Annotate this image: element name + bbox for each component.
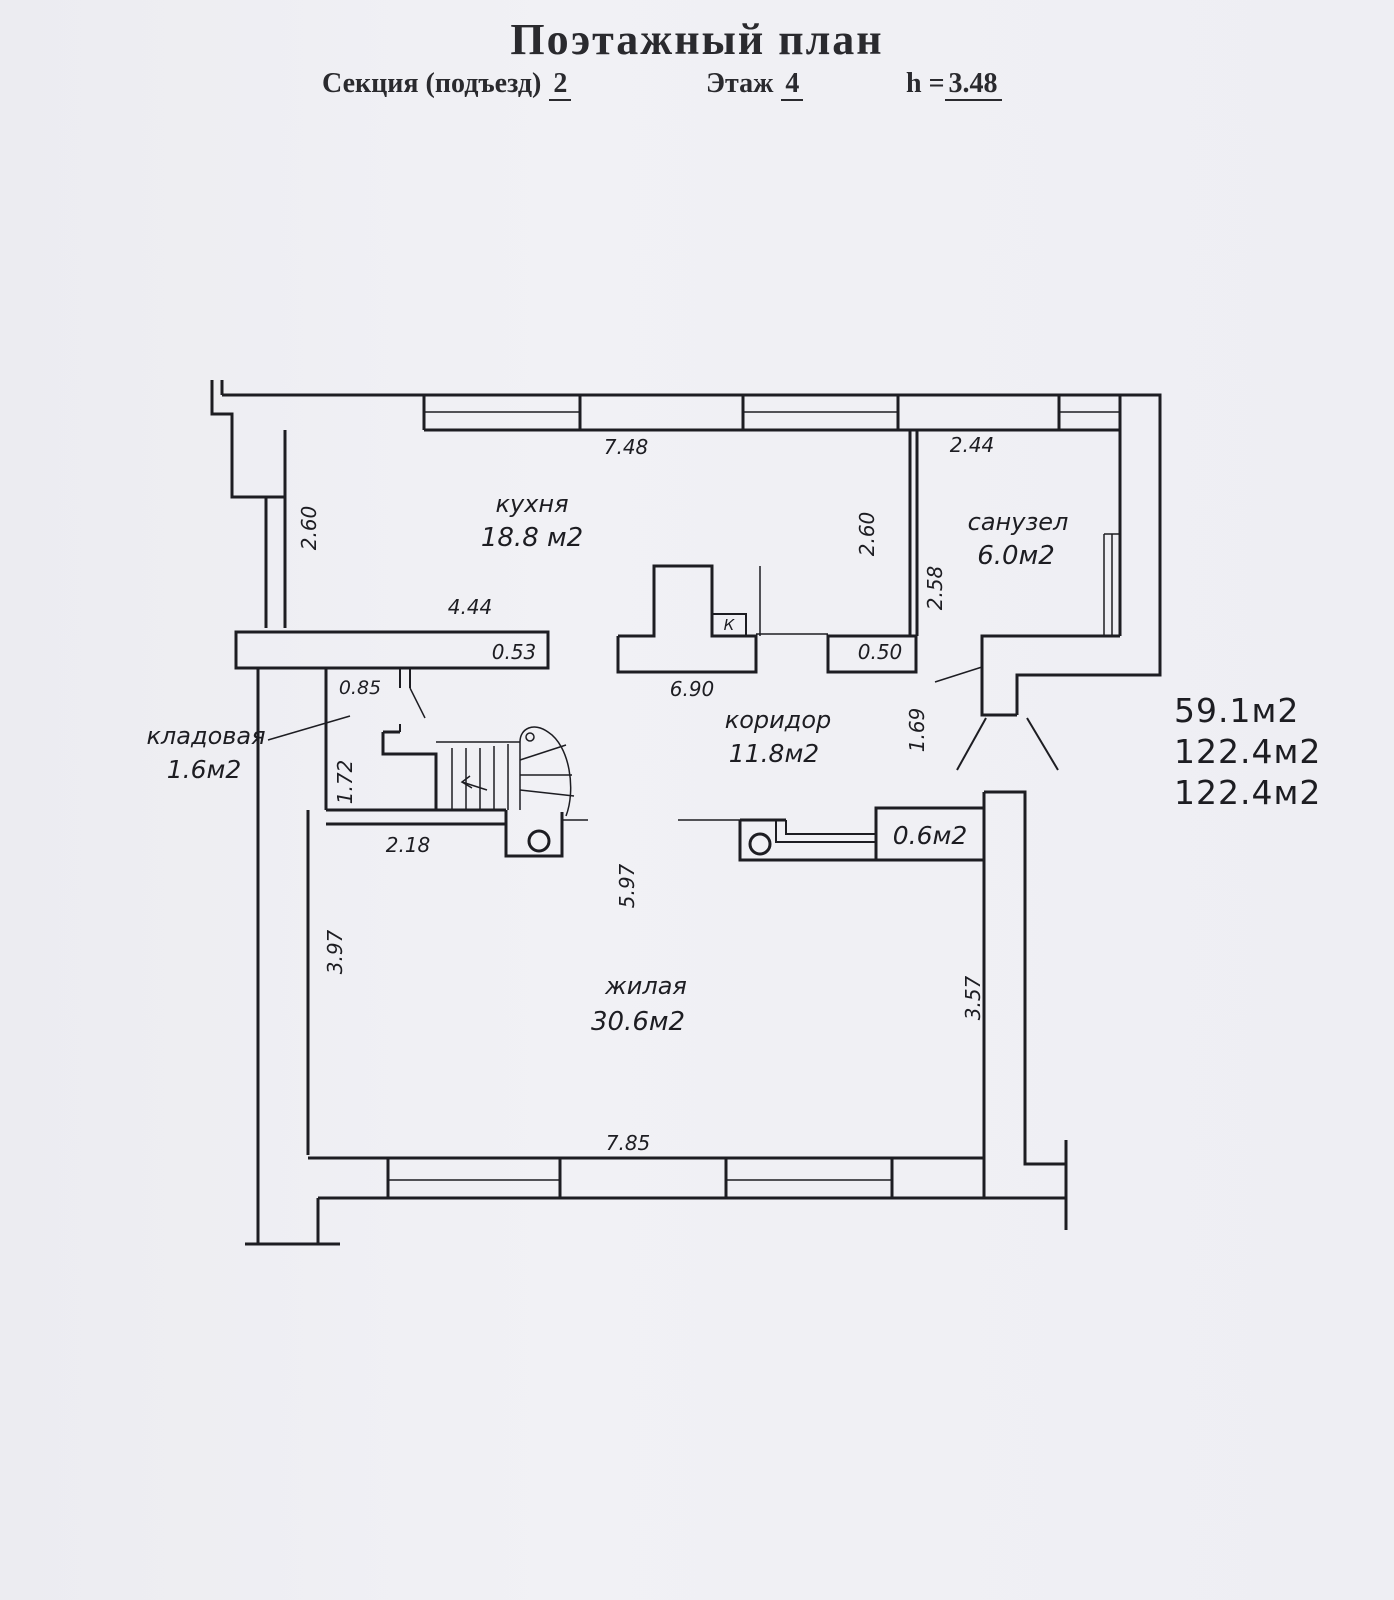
dim-kitchen-left-height: 2.60 bbox=[297, 506, 321, 551]
dim-living-width: 7.85 bbox=[606, 1131, 651, 1155]
chimney-box bbox=[711, 613, 747, 637]
kitchen-name: кухня bbox=[495, 490, 568, 518]
pantry-leader bbox=[267, 715, 351, 741]
walls bbox=[210, 380, 1162, 1246]
wall-right-outer bbox=[1015, 393, 1162, 715]
pier-top-1 bbox=[578, 393, 745, 432]
height-value: 3.48 bbox=[944, 69, 1002, 101]
total-area: 122.4м2 bbox=[1174, 732, 1322, 771]
corridor-area: 11.8м2 bbox=[729, 739, 819, 768]
stair-arrow bbox=[461, 781, 488, 791]
pier-top-2 bbox=[896, 393, 1061, 432]
stair-wall bbox=[381, 732, 438, 810]
dim-kitchen-width: 7.48 bbox=[604, 435, 649, 459]
stove-block bbox=[616, 564, 758, 674]
chimney-mark: К bbox=[724, 616, 736, 634]
dim-218: 2.18 bbox=[386, 833, 431, 857]
dim-kitchen-bottom: 4.44 bbox=[448, 595, 493, 619]
closet-area: 0.6м2 bbox=[893, 821, 968, 850]
page-title: Поэтажный план bbox=[510, 15, 884, 64]
height-info: h =3.48 bbox=[906, 68, 1002, 101]
living-name: жилая bbox=[604, 972, 687, 1000]
dim-169: 1.69 bbox=[905, 708, 929, 753]
wall-top-left bbox=[222, 393, 426, 430]
total-living-area: 59.1м2 bbox=[1174, 691, 1300, 730]
section-value: 2 bbox=[549, 69, 572, 101]
floor-value: 4 bbox=[781, 69, 804, 101]
height-label: h = bbox=[906, 68, 945, 99]
dim-kitchen-right-height: 2.60 bbox=[855, 512, 879, 557]
wall-bath-bottom bbox=[980, 634, 1120, 717]
total-area-2: 122.4м2 bbox=[1174, 773, 1322, 812]
section-label: Секция (подъезд) bbox=[322, 68, 542, 99]
wall-living-right-outer bbox=[984, 790, 1066, 1166]
corridor-name: коридор bbox=[725, 706, 832, 734]
closet-box bbox=[874, 808, 984, 862]
dim-357: 3.57 bbox=[961, 975, 985, 1020]
dim-397: 3.97 bbox=[323, 929, 347, 974]
dim-690: 6.90 bbox=[670, 677, 715, 701]
dim-085: 0.85 bbox=[339, 677, 381, 699]
area-totals: 59.1м2 122.4м2 122.4м2 bbox=[1174, 690, 1321, 813]
living-area: 30.6м2 bbox=[591, 1007, 685, 1037]
pantry-name: кладовая bbox=[146, 722, 265, 750]
vent-line-right bbox=[1026, 717, 1059, 771]
dim-172: 1.72 bbox=[333, 760, 357, 805]
dim-bath-height: 2.58 bbox=[923, 566, 947, 611]
section-info: Секция (подъезд)2 bbox=[322, 68, 572, 101]
closet-wall bbox=[775, 820, 876, 843]
bathroom-area: 6.0м2 bbox=[977, 541, 1055, 571]
dim-050: 0.50 bbox=[858, 640, 903, 664]
pipe-right bbox=[748, 832, 772, 856]
stair-treads bbox=[436, 726, 575, 817]
door-swing-bath bbox=[934, 666, 983, 683]
vent-line-left bbox=[956, 717, 987, 771]
pier-bottom-2 bbox=[890, 1156, 986, 1200]
dim-597: 5.97 bbox=[615, 863, 639, 908]
wall-050 bbox=[826, 634, 918, 674]
column-left bbox=[504, 810, 564, 858]
bathroom-name: санузел bbox=[968, 508, 1069, 536]
dim-bath-width: 2.44 bbox=[950, 433, 995, 457]
pier-bottom-1 bbox=[558, 1156, 728, 1200]
kitchen-area: 18.8 м2 bbox=[481, 523, 583, 553]
floor-label: Этаж bbox=[706, 68, 774, 99]
pipe-left bbox=[527, 829, 551, 853]
dim-053: 0.53 bbox=[492, 640, 537, 664]
pantry-area: 1.6м2 bbox=[167, 755, 242, 784]
wall-outer-left-upper bbox=[210, 380, 287, 628]
